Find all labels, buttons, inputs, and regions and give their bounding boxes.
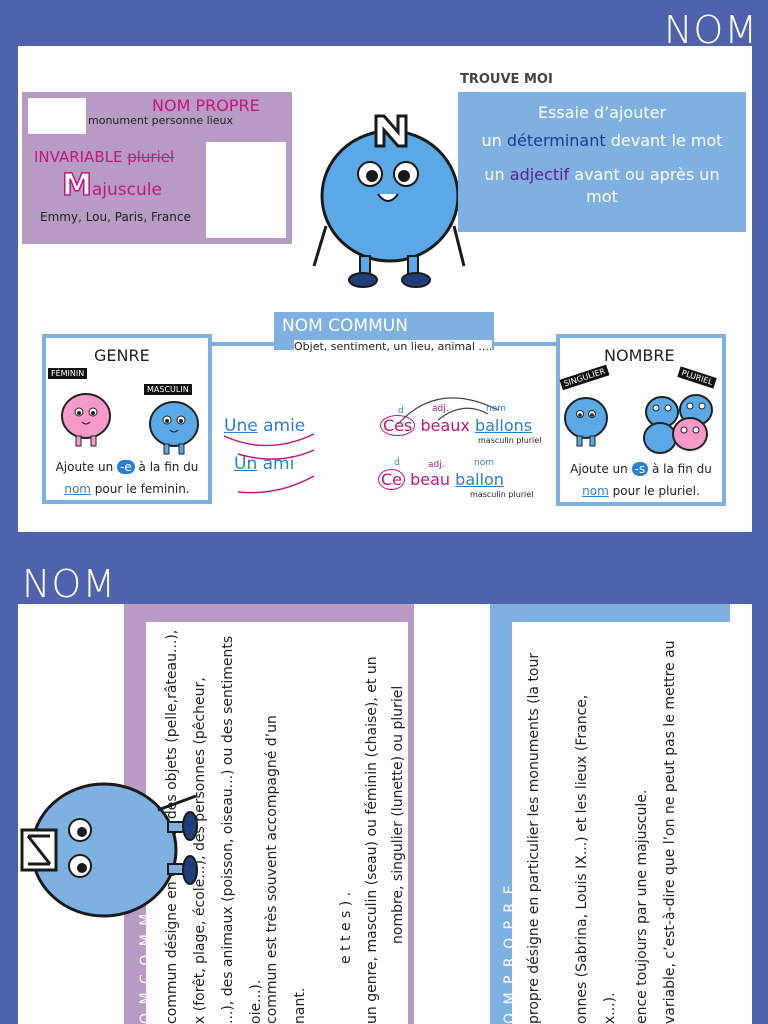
trouve-moi-label: TROUVE MOI [460,72,553,87]
ces-word: Ces [380,415,416,436]
genre-title: GENRE [94,346,150,365]
top-slide-panel: NOM PROPRE monument personne lieux INVAR… [18,46,752,532]
commun-line-9: nombre, singulier (lunette) ou pluriel [390,685,406,944]
commun-line-5: commun est très souvent accompagné d’un [264,715,280,1024]
beaux-word: beaux [420,416,470,435]
amie-word: amie [263,416,306,436]
ces-beaux-ballons: Ces beaux ballons [380,415,533,436]
trouve-moi-line2: un déterminant devant le mot [458,130,746,152]
nombre-box: NOMBRE SINGULIER PLURIEL Ajoute un -s à … [556,334,726,506]
nombre-rule: Ajoute un -s à la fin du nom pour le plu… [560,458,722,502]
commun-line-6: nant. [292,987,308,1024]
commun-line-3: ...), des animaux (poisson, oiseau...) o… [220,635,236,1024]
nombre-s: -s [631,462,649,476]
d1-label: d [398,406,404,416]
nom-propre-title: NOM PROPRE [152,96,260,115]
arrow-curves-icon [223,433,315,494]
line2-a: un [481,131,507,150]
genre-text1: Ajoute un [55,460,117,474]
nom-propre-sub: monument personne lieux [88,114,233,127]
nom2-label: nom [474,458,494,468]
singulier-tag: SINGULIER [559,364,610,391]
nom-propre-heading: O M P R O P R E [502,883,518,1024]
nom-propre-box: NOM PROPRE monument personne lieux INVAR… [22,92,292,244]
pink-character-icon [61,393,111,447]
beau-word: beau [410,470,451,489]
une-word: Une [224,416,258,436]
nom-propre-examples: Emmy, Lou, Paris, France [40,210,191,224]
adj2-label: adj. [428,460,445,470]
line3-c: avant ou après un [569,165,720,184]
bottom-slide-panel: O M C O M M U N O M P R O P R E commun d… [18,604,752,1024]
ce-word: Ce [378,469,406,490]
une-amie: Une amie [224,416,305,436]
propre-line-3: x...). [602,992,618,1024]
nombre-title: NOMBRE [604,346,675,365]
commun-line-4: oie...). [248,979,264,1024]
invariable-label: INVARIABLE pluriel [34,148,174,166]
nom-propre-band-inner [512,622,730,1024]
mp1-label: masculin pluriel [478,436,542,445]
singulier-character-icon [564,397,608,447]
propre-line-1: propre désigne en particulier les monume… [526,652,542,1024]
majuscule-label: Majuscule [61,167,162,204]
propre-line-5: variable, c’est-à-dire que l’on ne peut … [662,640,678,1024]
nombre-text2: à la fin du [648,462,712,476]
genre-text2: à la fin du [134,460,199,474]
genre-box: GENRE FÉMININ MASCULIN Ajoute un -e à la… [42,334,212,504]
invariable-word: INVARIABLE [34,148,123,166]
adj1-label: adj. [432,404,449,414]
n-character-icon [312,114,466,288]
majuscule-big-m: M [61,167,92,204]
genre-text3: pour le feminin. [90,482,190,496]
blue-character-icon [149,401,199,455]
pluriel-crossed: pluriel [127,148,175,166]
propre-line-4: ence toujours par une majuscule. [634,789,650,1024]
determinant-word: déterminant [506,131,606,150]
line3-a: un [484,165,510,184]
ces-beaux-arrows-icon [397,397,499,425]
masculin-tag: MASCULIN [144,384,192,395]
pluriel-characters-icon [643,394,713,454]
trouve-moi-box: Essaie d’ajouter un déterminant devant l… [458,92,746,232]
adjectif-word: adjectif [509,165,570,184]
nom-commun-title: NOM COMMUN [282,316,408,336]
ballons-word: ballons [474,416,533,435]
line2-c: devant le mot [605,131,723,150]
sideways-n-character-icon [20,782,198,918]
un-word: Un [234,454,258,474]
nom-propre-band [490,604,730,1024]
trouve-moi-line4: mot [586,187,618,206]
ballon-word: ballon [455,470,504,489]
commun-line-8: un genre, masculin (seau) ou féminin (ch… [364,656,380,1024]
trouve-moi-line3: un adjectif avant ou après un [458,164,746,186]
pluriel-tag: PLURIEL [677,366,717,389]
top-title: NOM [664,8,759,52]
majuscule-rest: ajuscule [91,180,162,200]
nombre-text1: Ajoute un [570,462,632,476]
propre-line-2: onnes (Sabrina, Louis IX...) et les lieu… [574,694,590,1024]
mp2-label: masculin pluriel [470,490,534,499]
commun-line-7: e t t e s ) . [338,891,354,964]
trouve-moi-line1: Essaie d’ajouter [537,103,667,122]
nombre-nom: nom [582,484,609,498]
genre-rule: Ajoute un -e à la fin du nom pour le fem… [46,456,208,500]
ce-beau-ballon: Ce beau ballon [378,469,504,490]
nom1-label: nom [486,404,506,414]
nom-propre-white-1 [28,98,86,134]
genre-e: -e [117,460,135,474]
d2-label: d [394,458,400,468]
nom-propre-white-2 [206,142,286,238]
nombre-text3: pour le pluriel. [608,484,700,498]
genre-nom: nom [64,482,91,496]
feminin-tag: FÉMININ [48,368,88,379]
nom-commun-sub: Objet, sentiment, un lieu, animal .... [294,340,493,353]
bottom-title: NOM [22,562,117,606]
